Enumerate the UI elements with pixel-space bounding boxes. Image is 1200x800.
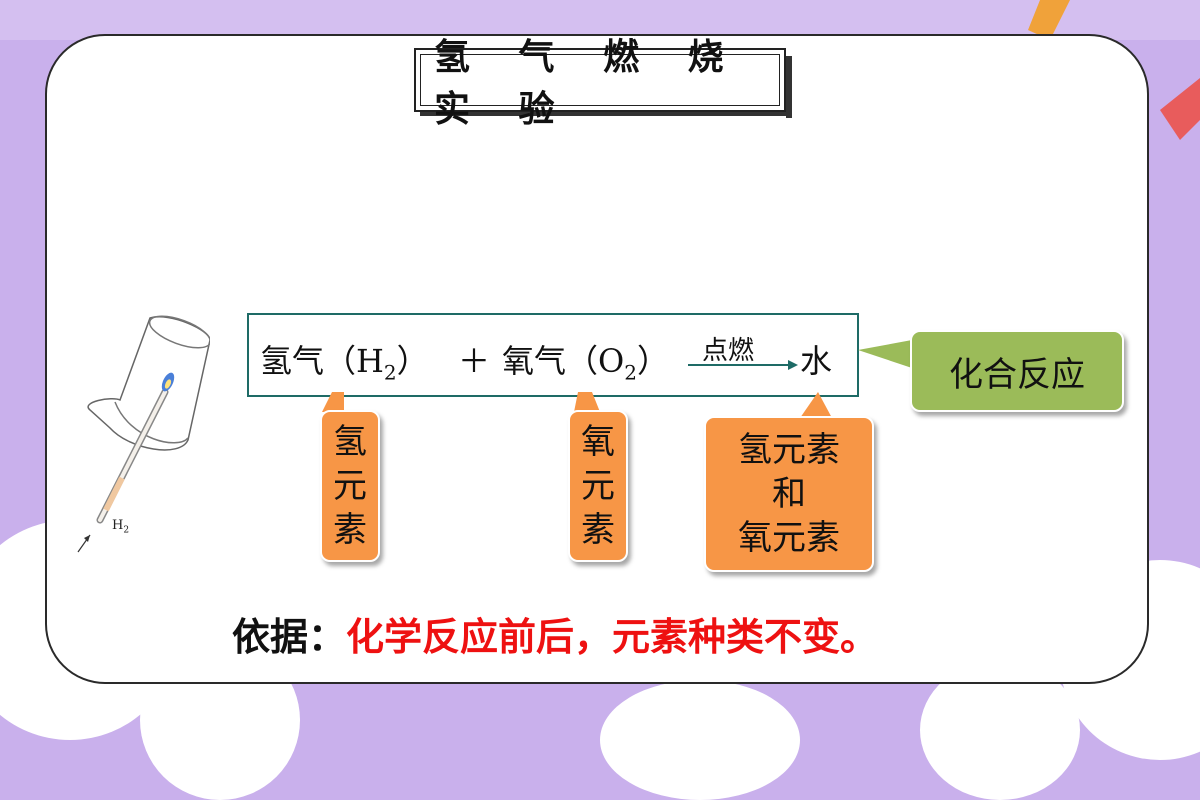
pencil-decoration bbox=[1028, 0, 1200, 140]
gas-label: H2 bbox=[112, 518, 129, 536]
reactant-oxygen: 氧气（O2） bbox=[502, 336, 669, 384]
basis-text: 化学反应前后，元素种类不变。 bbox=[346, 615, 879, 659]
reactant-hydrogen-close: ） bbox=[396, 342, 429, 380]
product-water: 水 bbox=[800, 342, 833, 380]
callout-pointers bbox=[322, 340, 912, 418]
callout-char: 元 bbox=[333, 465, 367, 506]
callout-line: 和 bbox=[772, 473, 806, 514]
equation-box bbox=[247, 313, 859, 397]
basis-statement: 依据：化学反应前后，元素种类不变。 bbox=[232, 606, 878, 661]
callout-char: 素 bbox=[581, 510, 615, 551]
reactant-hydrogen: 氢气（H2） bbox=[260, 336, 429, 384]
title-shadow bbox=[420, 110, 792, 116]
hydrogen-burning-illustration bbox=[77, 315, 210, 553]
callout-char: 元 bbox=[581, 465, 615, 506]
reactant-hydrogen-text: 氢气（H bbox=[260, 342, 384, 380]
reactant-oxygen-subscript: 2 bbox=[624, 360, 637, 385]
gas-label-text: H bbox=[112, 518, 124, 533]
hydrogen-element-callout: 氢 元 素 bbox=[320, 410, 380, 562]
reaction-type-callout: 化合反应 bbox=[910, 330, 1124, 412]
water-elements-callout: 氢元素 和 氧元素 bbox=[704, 416, 874, 572]
callout-line: 氧元素 bbox=[738, 518, 840, 559]
callout-char: 素 bbox=[333, 510, 367, 551]
reactant-oxygen-close: ） bbox=[636, 342, 669, 380]
reactant-hydrogen-subscript: 2 bbox=[383, 360, 397, 385]
plus-sign: ＋ bbox=[458, 342, 491, 380]
oxygen-element-callout: 氧 元 素 bbox=[568, 410, 628, 562]
reaction-condition: 点燃 bbox=[702, 336, 755, 366]
reaction-arrow-icon bbox=[688, 360, 798, 370]
callout-line: 氢元素 bbox=[738, 429, 840, 470]
callout-char: 氧 bbox=[581, 421, 615, 462]
background-band bbox=[0, 0, 1200, 40]
gas-label-subscript: 2 bbox=[123, 525, 130, 536]
callout-char: 氢 bbox=[333, 421, 367, 462]
basis-label: 依据： bbox=[232, 615, 347, 659]
reactant-oxygen-text: 氧气（O bbox=[502, 342, 625, 380]
